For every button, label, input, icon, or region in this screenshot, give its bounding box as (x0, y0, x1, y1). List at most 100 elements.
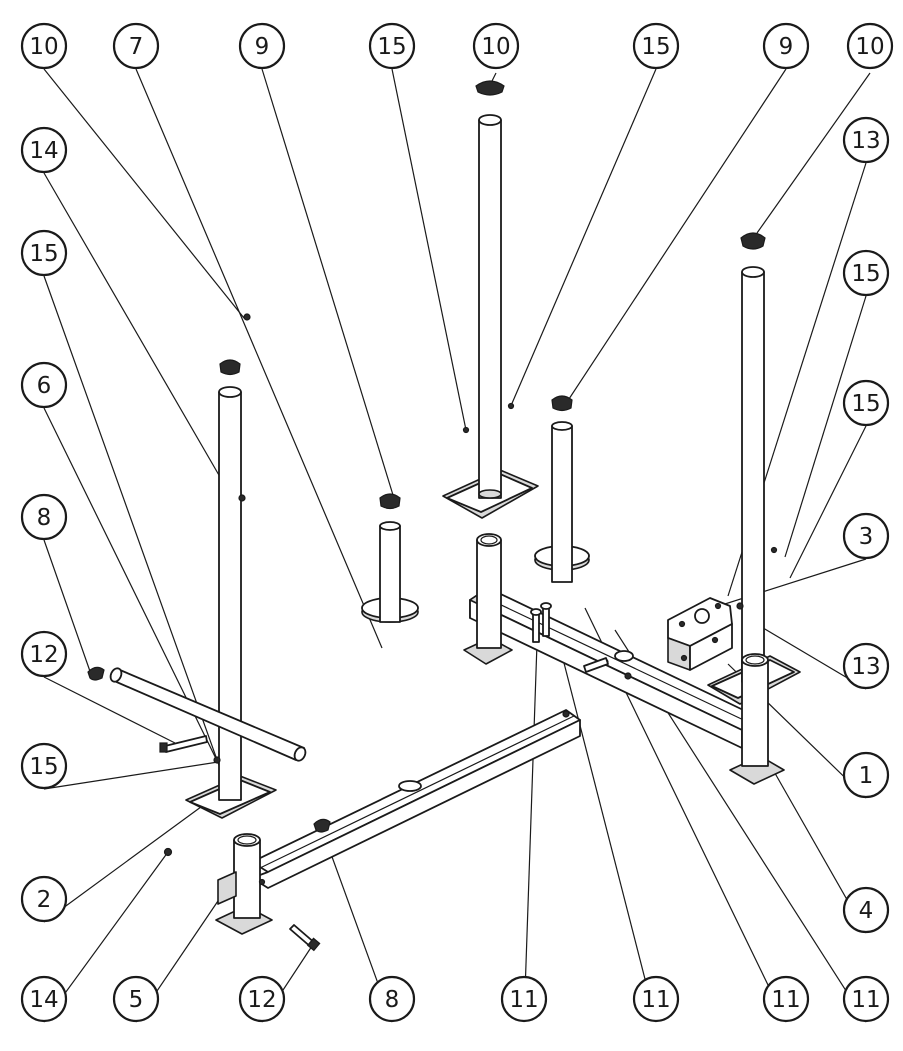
callout-number: 10 (855, 34, 884, 60)
callout-circle (632, 975, 680, 1023)
callout-number: 9 (255, 34, 270, 60)
bolt-lower (289, 924, 321, 952)
callout-circle (20, 126, 68, 174)
callout-circle (20, 229, 68, 277)
callout-circle (842, 116, 890, 164)
front-right-socket-post (729, 653, 785, 785)
callout-0: 10 (20, 22, 68, 70)
right-disc-post (534, 395, 590, 583)
callout-number: 7 (129, 34, 144, 60)
callout-number: 12 (247, 987, 276, 1013)
callout-number: 12 (29, 642, 58, 668)
center-disc-post (361, 493, 419, 623)
callout-circle (368, 22, 416, 70)
callout-2: 9 (238, 22, 286, 70)
callout-circle (842, 642, 890, 690)
callout-circle (20, 361, 68, 409)
callout-circle (368, 975, 416, 1023)
callout-number: 15 (851, 391, 880, 417)
callout-3: 15 (368, 22, 416, 70)
callout-number: 15 (29, 754, 58, 780)
callout-circle (20, 975, 68, 1023)
front-frame-rail (251, 709, 581, 889)
callout-number: 2 (37, 887, 52, 913)
callout-number: 11 (509, 987, 538, 1013)
callout-9: 13 (842, 116, 890, 164)
callout-11: 15 (842, 249, 890, 297)
callout-27: 11 (632, 975, 680, 1023)
callout-circle (842, 379, 890, 427)
center-bolts (530, 602, 609, 673)
callout-number: 4 (859, 898, 874, 924)
left-crossbar-tube (87, 666, 331, 833)
left-post-with-plate (185, 313, 277, 819)
callout-circle (112, 975, 160, 1023)
callout-number: 10 (481, 34, 510, 60)
callout-16: 13 (842, 642, 890, 690)
callout-8: 14 (20, 126, 68, 174)
callout-17: 12 (20, 630, 68, 678)
front-left-socket-post (215, 833, 273, 935)
callout-number: 5 (129, 987, 144, 1013)
callout-6: 9 (762, 22, 810, 70)
callout-circle (842, 512, 890, 560)
post-pin-2 (507, 402, 515, 410)
callout-circle (842, 751, 890, 799)
callout-number: 1 (859, 763, 874, 789)
callout-number: 15 (29, 241, 58, 267)
callout-number: 9 (779, 34, 794, 60)
callout-number: 10 (29, 34, 58, 60)
assembly-parts (87, 80, 801, 952)
callout-number: 15 (377, 34, 406, 60)
callout-22: 14 (20, 975, 68, 1023)
callout-18: 15 (20, 742, 68, 790)
callout-number: 3 (859, 524, 874, 550)
loose-pin (163, 847, 173, 857)
callout-circle (20, 875, 68, 923)
callout-number: 14 (29, 138, 58, 164)
callout-15: 8 (20, 493, 68, 541)
callout-25: 8 (368, 975, 416, 1023)
callout-number: 13 (851, 654, 880, 680)
post-pin (462, 426, 470, 434)
callout-circle (632, 22, 680, 70)
callout-24: 12 (238, 975, 286, 1023)
callout-circle (846, 22, 894, 70)
callout-10: 15 (20, 229, 68, 277)
callout-14: 3 (842, 512, 890, 560)
callout-19: 1 (842, 751, 890, 799)
callout-circle (20, 493, 68, 541)
callout-4: 10 (472, 22, 520, 70)
callout-29: 11 (842, 975, 890, 1023)
callout-circle (472, 22, 520, 70)
callout-number: 8 (37, 505, 52, 531)
callout-number: 15 (641, 34, 670, 60)
callout-circle (20, 22, 68, 70)
callout-20: 2 (20, 875, 68, 923)
callout-circle (500, 975, 548, 1023)
callout-circle (20, 630, 68, 678)
callout-26: 11 (500, 975, 548, 1023)
callout-1: 7 (112, 22, 160, 70)
right-post-pin (770, 546, 778, 554)
callout-28: 11 (762, 975, 810, 1023)
callout-number: 15 (851, 261, 880, 287)
callout-number: 13 (851, 128, 880, 154)
callout-circle (112, 22, 160, 70)
callout-circle (842, 975, 890, 1023)
callout-circle (238, 22, 286, 70)
callout-number: 8 (385, 987, 400, 1013)
callout-circle (762, 22, 810, 70)
callout-5: 15 (632, 22, 680, 70)
callout-7: 10 (846, 22, 894, 70)
rear-socket-post (463, 533, 513, 665)
callout-number: 11 (771, 987, 800, 1013)
right-bracket (667, 597, 744, 671)
callout-number: 11 (641, 987, 670, 1013)
callout-circle (762, 975, 810, 1023)
callout-number: 6 (37, 373, 52, 399)
callout-circle (238, 975, 286, 1023)
rear-center-post (442, 80, 539, 519)
callout-circle (842, 886, 890, 934)
